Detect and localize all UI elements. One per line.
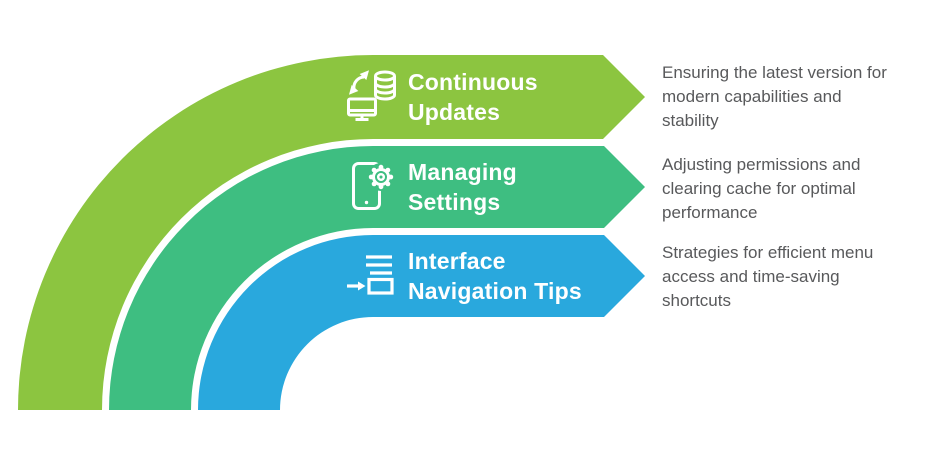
band-arc-managing-settings xyxy=(109,146,645,410)
phone-settings-gear-icon xyxy=(346,158,402,214)
band-title-continuous-updates: Continuous Updates xyxy=(408,67,658,127)
menu-navigation-arrow-icon xyxy=(344,248,400,304)
description-line: clearing cache for optimal xyxy=(662,179,856,198)
band-title-line: Updates xyxy=(408,99,501,125)
band-description-interface-navigation: Strategies for efficient menu access and… xyxy=(662,241,942,313)
band-title-line: Navigation Tips xyxy=(408,278,582,304)
band-title-line: Managing xyxy=(408,159,517,185)
band-title-line: Settings xyxy=(408,189,501,215)
computer-database-sync-icon xyxy=(344,67,400,123)
description-line: Adjusting permissions and xyxy=(662,155,861,174)
band-title-line: Interface xyxy=(408,248,506,274)
description-line: stability xyxy=(662,111,719,130)
band-title-managing-settings: Managing Settings xyxy=(408,157,658,217)
description-line: performance xyxy=(662,203,758,222)
description-line: shortcuts xyxy=(662,291,731,310)
band-description-managing-settings: Adjusting permissions and clearing cache… xyxy=(662,153,942,225)
description-line: modern capabilities and xyxy=(662,87,842,106)
band-description-continuous-updates: Ensuring the latest version for modern c… xyxy=(662,61,942,133)
band-arc-interface-navigation xyxy=(198,235,645,410)
description-line: access and time-saving xyxy=(662,267,840,286)
band-arc-continuous-updates xyxy=(18,55,645,410)
band-title-line: Continuous xyxy=(408,69,538,95)
description-line: Strategies for efficient menu xyxy=(662,243,874,262)
description-line: Ensuring the latest version for xyxy=(662,63,887,82)
band-title-interface-navigation: Interface Navigation Tips xyxy=(408,246,658,306)
